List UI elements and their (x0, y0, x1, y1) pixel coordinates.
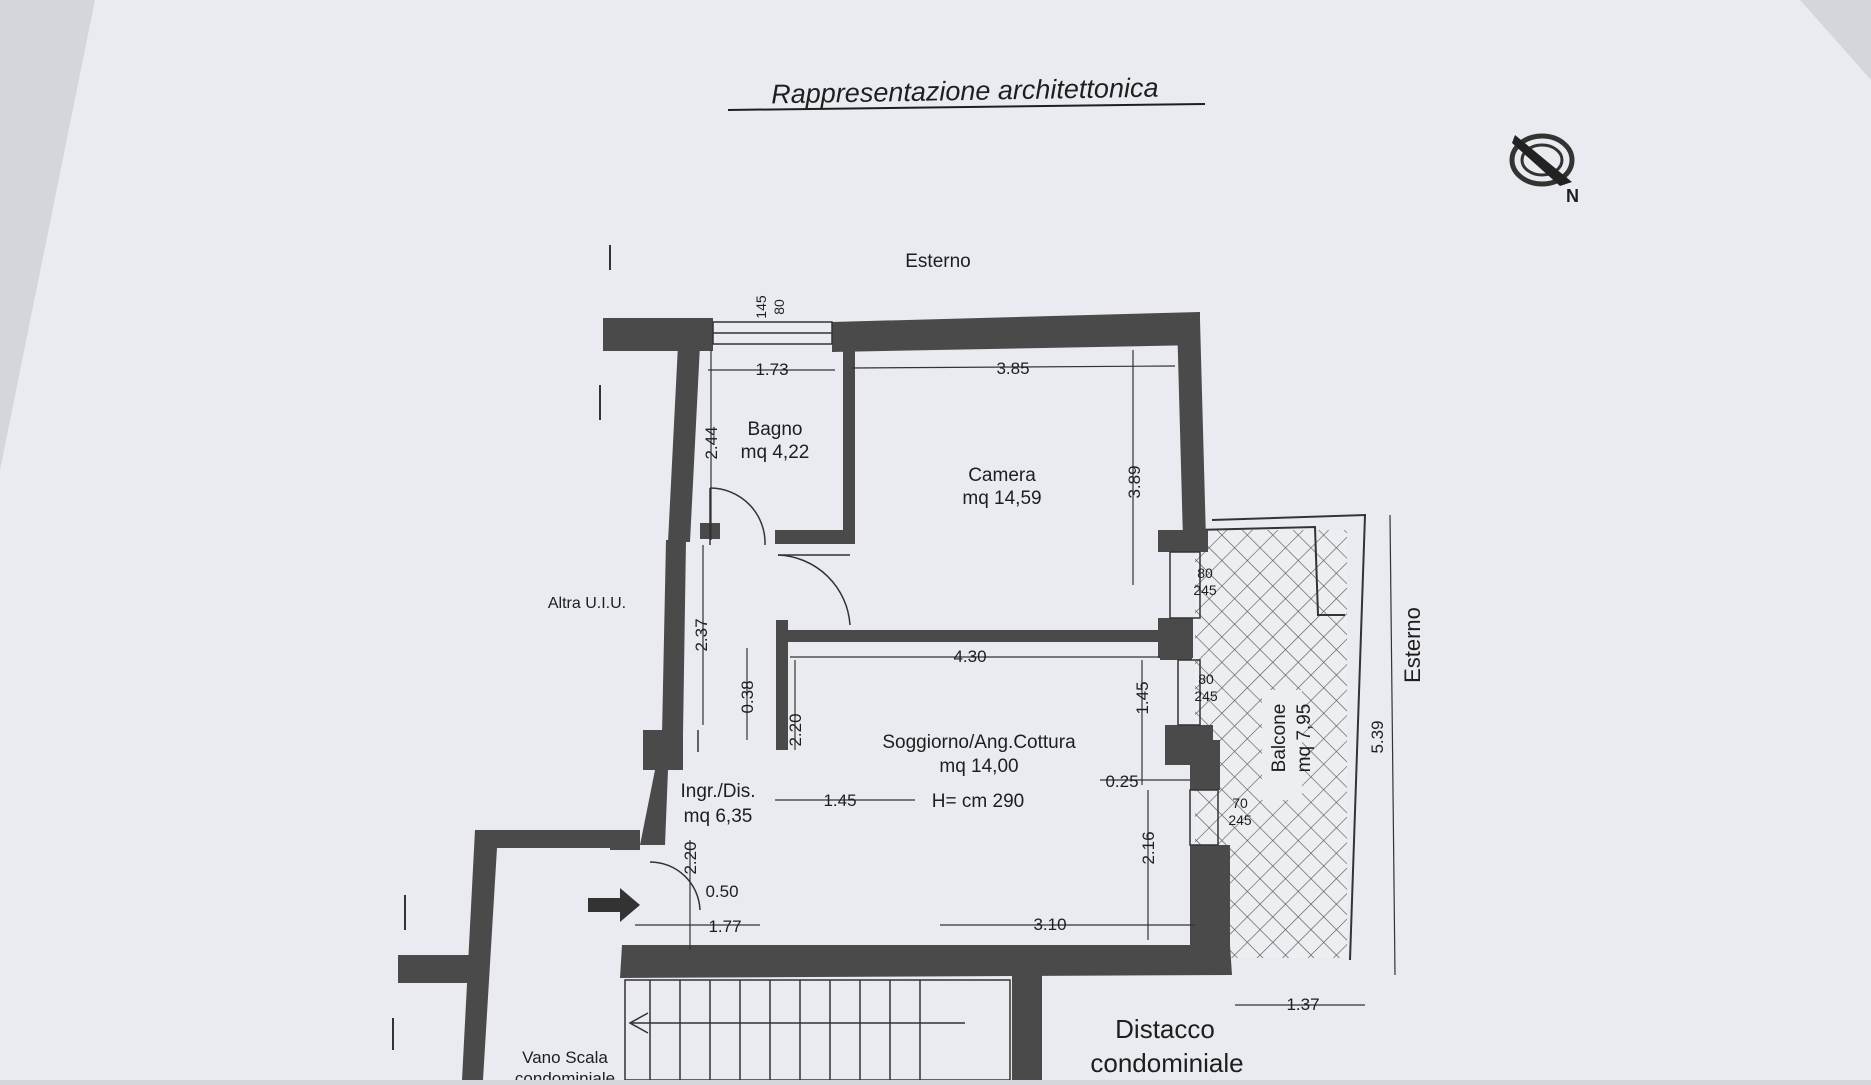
dim-bagno-width: 1.73 (755, 360, 788, 379)
dim-balcone-depth: 1.37 (1286, 995, 1319, 1014)
balcone-name: Balcone (1269, 704, 1290, 773)
dim-step: 0.50 (705, 882, 738, 901)
dim-window-top-a: 145 (753, 295, 769, 319)
dim-window2-b: 245 (1194, 688, 1218, 704)
label-vano-scala-2: condominiale (515, 1069, 615, 1080)
ingresso-area: mq 6,35 (684, 806, 753, 827)
dim-window1-a: 80 (1197, 565, 1213, 581)
soggiorno-name: Soggiorno/Ang.Cottura (882, 732, 1076, 753)
dim-window1-b: 245 (1193, 582, 1217, 598)
label-altra-uiu: Altra U.I.U. (548, 595, 626, 612)
dim-pier: 0.25 (1105, 772, 1138, 791)
dim-window3-b: 245 (1228, 812, 1252, 828)
page-title: Rappresentazione architettonica (771, 73, 1159, 110)
soggiorno-area: mq 14,00 (939, 756, 1018, 777)
dim-camera-height: 3.89 (1125, 465, 1144, 498)
bagno-name: Bagno (748, 419, 803, 440)
dim-ingresso-width: 1.77 (708, 917, 741, 936)
dim-soggiorno-left: 2.20 (786, 713, 805, 746)
camera-area: mq 14,59 (962, 488, 1041, 509)
north-arrow-icon: N (1509, 133, 1579, 206)
dim-window-top-b: 80 (771, 299, 787, 315)
entrance-arrow-icon (588, 888, 640, 922)
label-distacco-2: condominiale (1090, 1048, 1243, 1078)
dim-bagno-height: 2.44 (702, 426, 721, 459)
balcone-area-label: mq 7,95 (1294, 704, 1315, 773)
label-esterno-right: Esterno (1400, 607, 1425, 683)
dim-soggiorno-right-top: 1.45 (1133, 681, 1152, 714)
dim-door-gap: 0.38 (738, 680, 757, 713)
dim-window3-a: 70 (1232, 795, 1248, 811)
label-vano-scala: Vano Scala (522, 1048, 608, 1067)
dim-soggiorno-bottom: 3.10 (1033, 915, 1066, 934)
camera-name: Camera (968, 465, 1036, 486)
dim-soggiorno-width: 4.30 (953, 647, 986, 666)
bagno-area: mq 4,22 (741, 442, 810, 463)
dim-balcone-length: 5.39 (1368, 720, 1387, 753)
north-label: N (1566, 186, 1579, 206)
label-esterno-top: Esterno (905, 251, 970, 272)
walls (398, 312, 1232, 1080)
ingresso-name: Ingr./Dis. (681, 781, 756, 802)
dim-camera-width: 3.85 (996, 359, 1029, 378)
dim-ingresso-height: 2.37 (692, 618, 711, 651)
height-label: H= cm 290 (932, 791, 1024, 812)
dim-soggiorno-inner: 1.45 (823, 791, 856, 810)
doors (649, 487, 851, 911)
balcone-area: Balcone mq 7,95 (1194, 513, 1367, 961)
dimension-lines (635, 350, 1396, 1006)
label-distacco: Distacco (1115, 1014, 1215, 1044)
dim-window2-a: 80 (1198, 671, 1214, 687)
dim-soggiorno-right-bottom: 2.16 (1139, 831, 1158, 864)
dim-ingresso-bottom: 2.20 (681, 841, 700, 874)
